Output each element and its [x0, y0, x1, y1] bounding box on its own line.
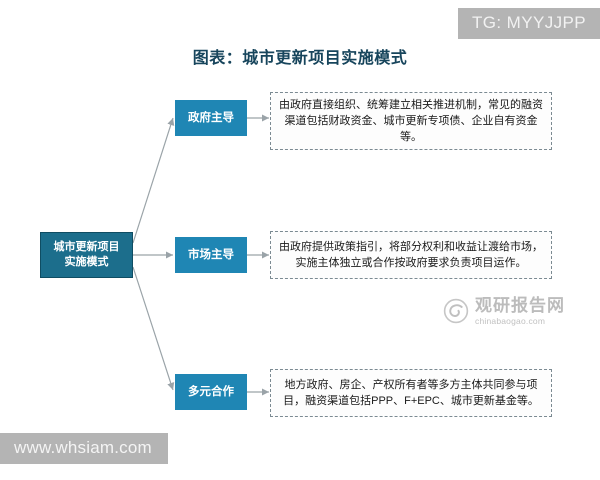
root-node-label: 城市更新项目 实施模式: [51, 240, 123, 270]
watermark-telegram-handle: TG: MYYJJPP: [458, 8, 600, 39]
branch-node-label: 市场主导: [188, 248, 234, 261]
description-text: 由政府直接组织、统筹建立相关推进机制，常见的融资渠道包括财政资金、城市更新专项债…: [279, 99, 543, 143]
connector-root-to-branch-1: [132, 117, 175, 244]
watermark-logo: 观研报告网 chinabaogao.com: [443, 297, 565, 326]
watermark-logo-domain: chinabaogao.com: [475, 316, 546, 326]
description-text: 由政府提供政策指引，将部分权利和收益让渡给市场，实施主体独立或合作按政府要求负责…: [279, 241, 543, 269]
root-node-label-line1: 城市更新项目: [53, 241, 120, 253]
page-title: 图表：城市更新项目实施模式: [192, 50, 408, 67]
root-node[interactable]: 城市更新项目 实施模式: [40, 232, 133, 278]
watermark-site-url: www.whsiam.com: [0, 433, 168, 464]
description-box-multi-party[interactable]: 地方政府、房企、产权所有者等多方主体共同参与项目，融资渠道包括PPP、F+EPC…: [270, 369, 552, 417]
description-text: 地方政府、房企、产权所有者等多方主体共同参与项目，融资渠道包括PPP、F+EPC…: [283, 379, 539, 407]
description-box-government-led[interactable]: 由政府直接组织、统筹建立相关推进机制，常见的融资渠道包括财政资金、城市更新专项债…: [270, 92, 552, 150]
spiral-logo-icon: [443, 299, 469, 324]
root-node-label-line2: 实施模式: [64, 256, 109, 268]
branch-node-multi-party[interactable]: 多元合作: [175, 374, 247, 410]
branch-node-label: 多元合作: [188, 385, 234, 398]
watermark-logo-name: 观研报告网: [475, 296, 565, 315]
branch-node-government-led[interactable]: 政府主导: [175, 100, 247, 136]
branch-node-label: 政府主导: [188, 111, 234, 124]
watermark-logo-text: 观研报告网 chinabaogao.com: [475, 297, 565, 326]
description-box-market-led[interactable]: 由政府提供政策指引，将部分权利和收益让渡给市场，实施主体独立或合作按政府要求负责…: [270, 231, 552, 279]
connector-root-to-branch-3: [132, 266, 175, 391]
branch-node-market-led[interactable]: 市场主导: [175, 237, 247, 273]
